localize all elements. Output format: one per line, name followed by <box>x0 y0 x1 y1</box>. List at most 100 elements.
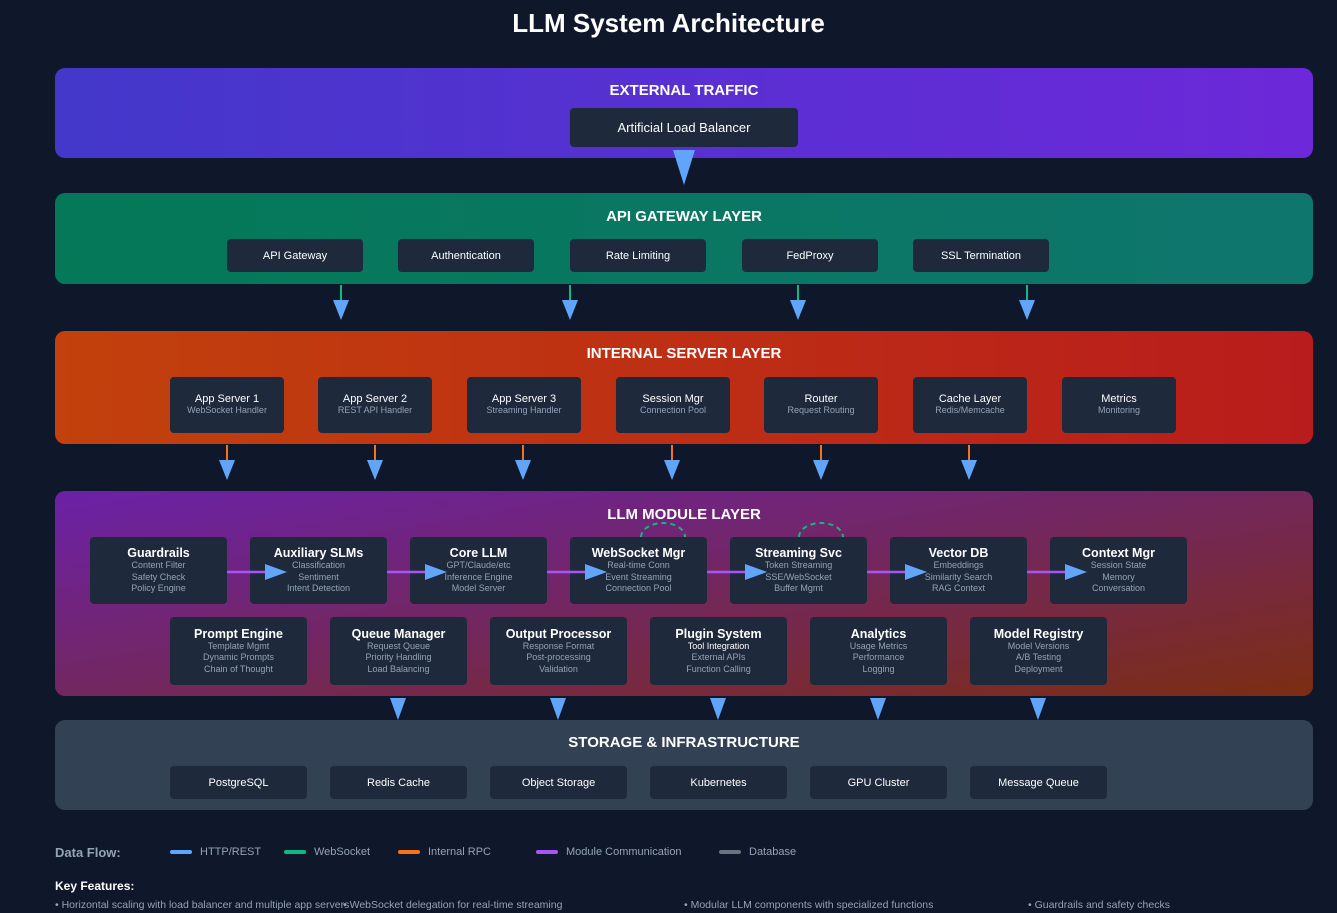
panel-title: API GATEWAY LAYER <box>606 208 762 225</box>
node-label: App Server 2 <box>342 393 408 406</box>
node-label: Prompt Engine <box>194 626 283 641</box>
node-sublabel: SSE/WebSocket <box>765 571 832 582</box>
gateway-node[interactable]: FedProxy <box>742 239 878 272</box>
arrowhead <box>745 564 767 580</box>
storage-node[interactable]: Kubernetes <box>650 766 787 799</box>
node-sublabel: Usage Metrics <box>849 640 908 651</box>
node-label: Model Registry <box>993 626 1084 641</box>
storage-node[interactable]: PostgreSQL <box>170 766 307 799</box>
legend-item: Database <box>719 846 796 858</box>
node-sublabel: Connection Pool <box>639 405 707 416</box>
legend-item: Module Communication <box>536 846 682 858</box>
storage-node[interactable]: Message Queue <box>970 766 1107 799</box>
node-sublabel: Memory <box>1102 571 1135 582</box>
node-sublabel: Function Calling <box>686 663 751 674</box>
node-sublabel: Real-time Conn <box>607 560 670 571</box>
legend-item: Internal RPC <box>398 846 491 858</box>
node-label: FedProxy <box>786 249 834 262</box>
gateway-node[interactable]: API Gateway <box>227 239 363 272</box>
node-label: Core LLM <box>449 546 508 561</box>
node-label: Analytics <box>850 626 907 641</box>
arrowhead <box>333 300 349 320</box>
node-sublabel: WebSocket Handler <box>187 405 267 416</box>
panel-title: EXTERNAL TRAFFIC <box>609 82 759 99</box>
node-sublabel: REST API Handler <box>337 405 413 416</box>
features-title: Key Features: <box>55 879 135 893</box>
node-label: Queue Manager <box>351 626 446 641</box>
node-sublabel: Buffer Mgmt <box>774 583 823 594</box>
storage-node[interactable]: Redis Cache <box>330 766 467 799</box>
node-label: Plugin System <box>675 626 762 641</box>
storage-node[interactable]: Object Storage <box>490 766 627 799</box>
arrowhead <box>790 300 806 320</box>
legend-title: Data Flow: <box>55 845 121 860</box>
node-sublabel: Connection Pool <box>605 583 672 594</box>
node-label: SSL Termination <box>940 249 1022 262</box>
node-sublabel: Model Server <box>451 583 506 594</box>
node-label: Kubernetes <box>690 776 747 789</box>
feature-item: • WebSocket delegation for real-time str… <box>343 899 563 911</box>
node-label: Guardrails <box>127 546 190 561</box>
legend-label: Database <box>749 846 797 858</box>
node-sublabel: GPT/Claude/etc <box>446 560 511 571</box>
node-sublabel: Priority Handling <box>365 652 432 663</box>
node-sublabel: Similarity Search <box>924 571 993 582</box>
arrowhead <box>219 460 235 480</box>
websocket-loop <box>640 522 686 538</box>
legend-swatch <box>170 850 192 854</box>
arrowhead <box>585 564 607 580</box>
node-sublabel: Response Format <box>522 640 595 651</box>
node-label: Context Mgr <box>1082 546 1155 561</box>
node-label: Cache Layer <box>938 393 1002 406</box>
arrowhead <box>905 564 927 580</box>
node-sublabel: Logging <box>862 663 895 674</box>
gateway-node[interactable]: SSL Termination <box>913 239 1049 272</box>
feature-item: • Horizontal scaling with load balancer … <box>55 899 350 911</box>
node-label: Streaming Svc <box>755 546 842 561</box>
load-balancer-node[interactable]: Artificial Load Balancer <box>570 108 798 147</box>
legend-label: HTTP/REST <box>200 846 262 858</box>
legend-swatch <box>284 850 306 854</box>
node-label: Metrics <box>1101 393 1137 406</box>
arrowhead <box>870 698 886 720</box>
node-sublabel: A/B Testing <box>1015 652 1062 663</box>
legend-item: HTTP/REST <box>170 846 261 858</box>
node-sublabel: Template Mgmt <box>207 640 270 651</box>
gateway-node[interactable]: Rate Limiting <box>570 239 706 272</box>
node-label: Message Queue <box>998 776 1079 789</box>
node-sublabel: Policy Engine <box>131 583 186 594</box>
node-sublabel: Chain of Thought <box>204 663 273 674</box>
storage-node[interactable]: GPU Cluster <box>810 766 947 799</box>
node-sublabel: Request Queue <box>366 640 431 651</box>
node-sublabel: Content Filter <box>131 560 186 571</box>
arrowhead <box>550 698 566 720</box>
node-label: App Server 3 <box>491 393 557 406</box>
node-sublabel: Monitoring <box>1097 405 1141 416</box>
node-sublabel: Request Routing <box>787 405 855 416</box>
node-label: Auxiliary SLMs <box>273 546 364 561</box>
gateway-node[interactable]: Authentication <box>398 239 534 272</box>
arrowhead <box>390 698 406 720</box>
node-sublabel: External APIs <box>691 652 746 663</box>
node-label: API Gateway <box>262 249 328 262</box>
node-sublabel: Deployment <box>1014 663 1063 674</box>
node-label: GPU Cluster <box>847 776 910 789</box>
node-sublabel: Streaming Handler <box>486 405 562 416</box>
node-sublabel: Model Versions <box>1007 640 1070 651</box>
node-sublabel: Event Streaming <box>605 571 672 582</box>
